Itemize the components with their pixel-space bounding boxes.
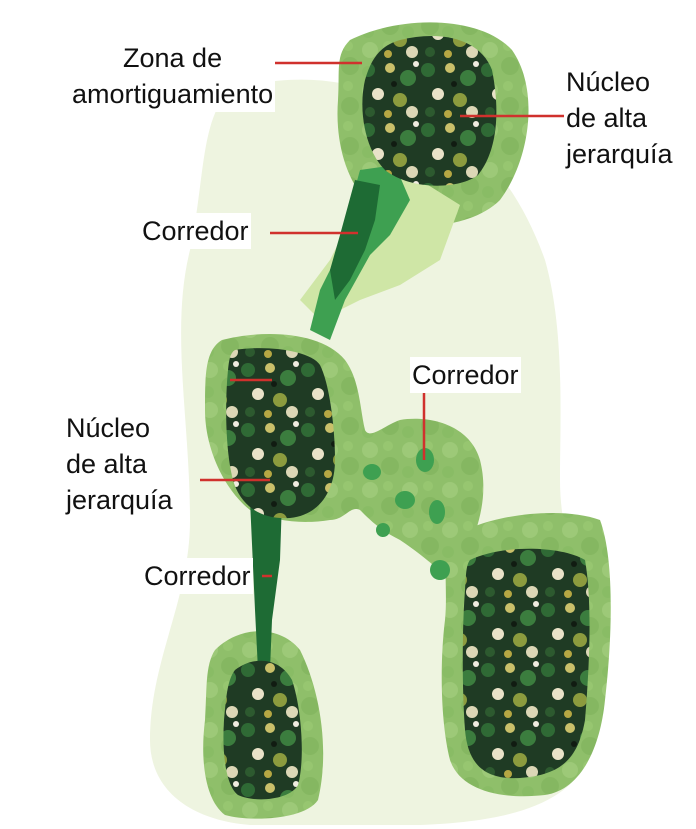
core-right	[463, 549, 590, 778]
core-bottom	[223, 661, 301, 800]
label-corridor-right-text: Corredor	[412, 357, 519, 393]
label-core-left-line3: jerarquía	[66, 482, 173, 518]
label-core-top: Núcleo de alta jerarquía	[564, 64, 675, 172]
label-core-left: Núcleo de alta jerarquía	[64, 410, 175, 518]
label-buffer-zone-line1: Zona de	[72, 40, 273, 76]
label-corridor-top-text: Corredor	[142, 213, 249, 249]
core-left	[226, 348, 335, 518]
core-top	[362, 36, 496, 186]
label-buffer-zone: Zona de amortiguamiento	[70, 40, 275, 112]
label-buffer-zone-line2: amortiguamiento	[72, 76, 273, 112]
label-core-top-line1: Núcleo	[566, 64, 673, 100]
label-core-top-line3: jerarquía	[566, 136, 673, 172]
label-core-left-line2: de alta	[66, 446, 173, 482]
label-corridor-bottom: Corredor	[142, 558, 253, 594]
label-corridor-right: Corredor	[410, 357, 521, 393]
label-core-left-line1: Núcleo	[66, 410, 173, 446]
label-corridor-bottom-text: Corredor	[144, 558, 251, 594]
label-corridor-top: Corredor	[140, 213, 251, 249]
label-core-top-line2: de alta	[566, 100, 673, 136]
